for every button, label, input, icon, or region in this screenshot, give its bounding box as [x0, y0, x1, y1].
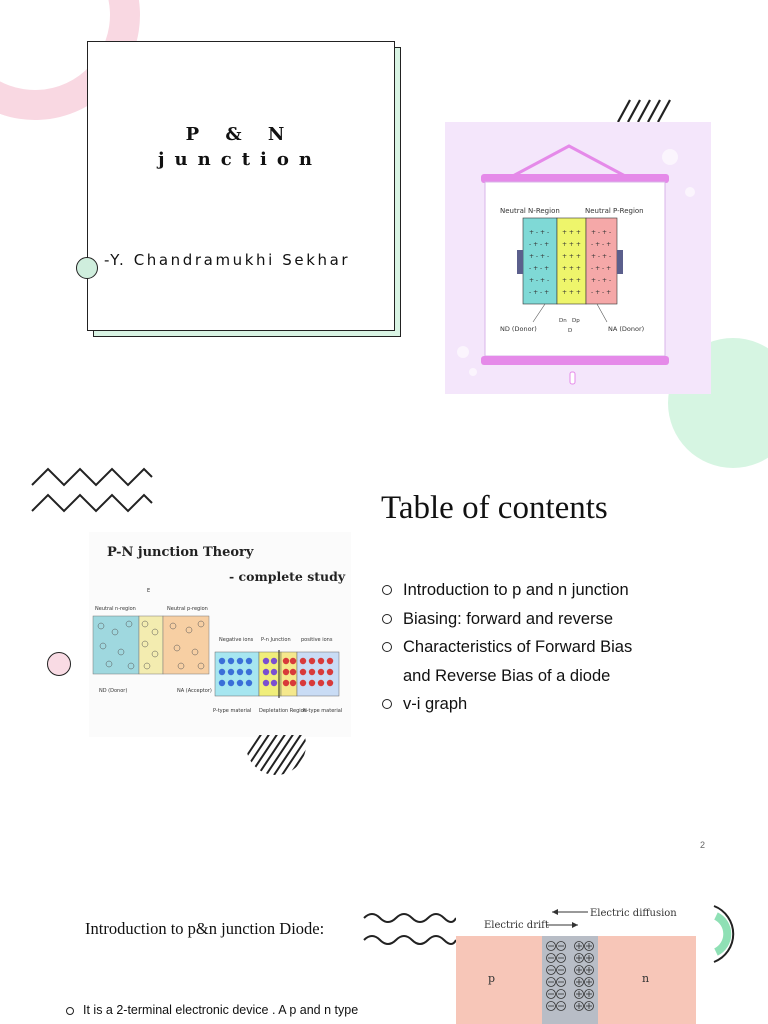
label-positive-ions: positive ions: [301, 637, 333, 643]
intro-bullet-text: It is a 2-terminal electronic device . A…: [83, 1003, 359, 1017]
image-heading-2: - complete study: [229, 569, 346, 584]
label-nd-donor: ND (Donor): [500, 325, 537, 333]
svg-text:- + - +: - + - +: [591, 265, 611, 272]
pn-junction-screen-image: + - + - - + - + + - + - - + - + + - + - - +…: [445, 122, 711, 394]
label-p-type-material: P-type material: [213, 708, 251, 714]
label-electric-diffusion: Electric diffusion: [590, 908, 677, 919]
green-arc-decoration: [713, 905, 735, 963]
toc-list: Introduction to p and n junction Biasing…: [381, 576, 632, 719]
svg-text:+ - + -: + - + -: [529, 277, 549, 284]
label-neutral-n-region: Neutral N-Region: [500, 207, 560, 215]
svg-text:- + - +: - + - +: [591, 241, 611, 248]
label-e: E: [147, 588, 150, 594]
svg-text:- + - +: - + - +: [529, 265, 549, 272]
intro-title: Introduction to p&n junction Diode:: [85, 919, 325, 938]
svg-text:+ - + -: + - + -: [591, 253, 611, 260]
label-na-donor: NA (Donor): [608, 325, 644, 333]
label-neutral-p: Neutral p-region: [167, 606, 208, 612]
author-name: -Y. Chandramukhi Sekhar: [104, 251, 351, 269]
svg-text:+ + +: + + +: [562, 253, 581, 260]
svg-text:+ + +: + + +: [562, 289, 581, 296]
slide-title-line1: P & N: [185, 124, 295, 145]
label-dn: Dn: [559, 318, 567, 324]
hatched-circle-decoration: [246, 735, 306, 775]
toc-item: Characteristics of Forward Bias: [381, 633, 632, 662]
label-neutral-n: Neutral n-region: [95, 606, 136, 612]
pink-dot-decoration: [47, 652, 71, 676]
title-card: [87, 41, 395, 331]
svg-text:+ + +: + + +: [562, 229, 581, 236]
label-electric-drift: Electric drift: [484, 920, 549, 931]
toc-item-continuation: and Reverse Bias of a diode: [403, 666, 611, 685]
label-nd: ND (Donor): [99, 688, 127, 694]
svg-text:+ + +: + + +: [562, 241, 581, 248]
label-negative-ions: Negative ions: [219, 637, 254, 643]
pn-junction-theory-image: P-N junction Theory - complete study E N…: [89, 532, 351, 737]
toc-title: Table of contents: [381, 490, 608, 526]
svg-text:+ - + -: + - + -: [591, 277, 611, 284]
svg-text:- + - +: - + - +: [529, 289, 549, 296]
svg-text:- + - +: - + - +: [591, 289, 611, 296]
label-p: p: [488, 972, 495, 985]
label-dp: Dp: [572, 318, 580, 324]
svg-text:+ + +: + + +: [562, 277, 581, 284]
label-n-type-material: N-type material: [303, 708, 342, 714]
diode-drift-diffusion-image: Electric diffusion Electric drift p n: [456, 900, 696, 1024]
wave-decoration: [363, 913, 457, 945]
label-n: n: [642, 972, 649, 985]
svg-text:+ - + -: + - + -: [529, 229, 549, 236]
slide-title: P & N junction: [87, 122, 393, 172]
slide-number: 2: [700, 840, 706, 850]
label-depletion-region: Depletation Region: [259, 708, 307, 714]
zigzag-decoration: [31, 467, 153, 513]
label-na: NA (Acceptor): [177, 688, 212, 694]
svg-text:+ - + -: + - + -: [529, 253, 549, 260]
svg-text:- + - +: - + - +: [529, 241, 549, 248]
label-d: D: [568, 328, 572, 334]
toc-item: Biasing: forward and reverse: [381, 605, 632, 634]
label-neutral-p-region: Neutral P-Region: [585, 207, 644, 215]
svg-text:+ - + -: + - + -: [591, 229, 611, 236]
image-heading-1: P-N junction Theory: [107, 545, 254, 560]
toc-item: v-i graph: [381, 690, 632, 719]
svg-text:+ + +: + + +: [562, 265, 581, 272]
hatch-lines-decoration: [617, 99, 671, 123]
slide-title-line2: junction: [158, 149, 322, 170]
green-dot-decoration: [76, 257, 98, 279]
label-pn-junction: P-n Junction: [261, 637, 291, 643]
intro-bullet: It is a 2-terminal electronic device . A…: [65, 1003, 358, 1017]
toc-item: Introduction to p and n junction: [381, 576, 632, 605]
